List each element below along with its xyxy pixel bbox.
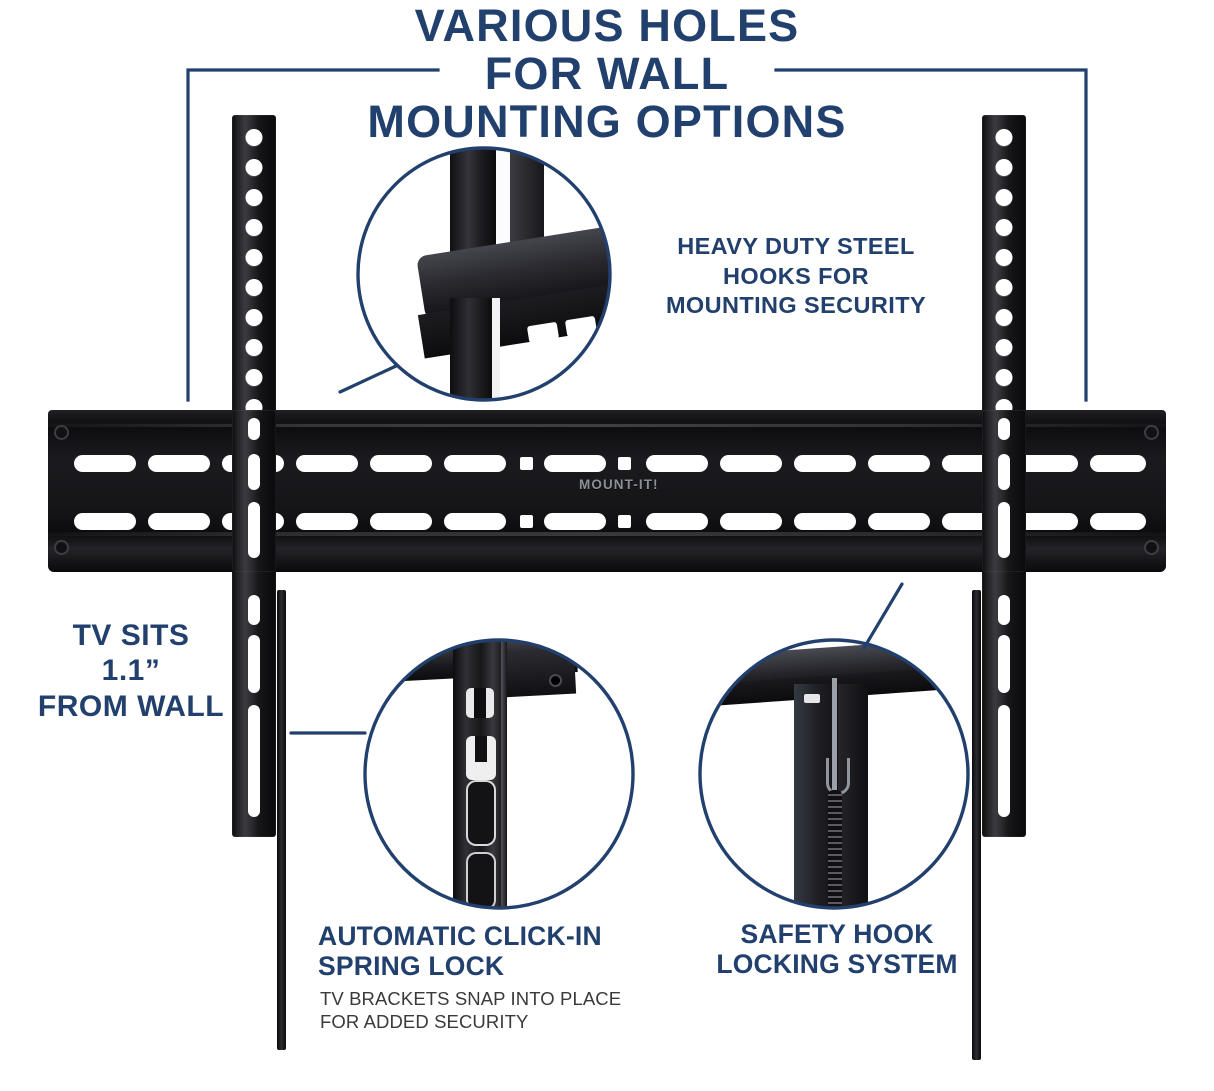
callout-spring-lock-image [365, 640, 633, 908]
plate-slot [1016, 455, 1078, 472]
callout-label-spring-lock: AUTOMATIC CLICK-IN SPRING LOCK [318, 921, 602, 981]
plate-slot [646, 513, 708, 530]
callout-label-safety-hook: SAFETY HOOK LOCKING SYSTEM [716, 919, 958, 979]
plate-slot [794, 455, 856, 472]
plate-slot [1090, 455, 1146, 472]
plate-slot [720, 513, 782, 530]
plate-slot [720, 455, 782, 472]
left-rail-overlay [232, 410, 276, 572]
plate-slot [544, 513, 606, 530]
plate-slot [148, 513, 210, 530]
plate-slot [148, 455, 210, 472]
leader-line-steel-hook [338, 364, 398, 394]
plate-bottom-lip [48, 532, 1166, 536]
plate-screw-hole [56, 542, 67, 553]
plate-slot [74, 455, 136, 472]
plate-slot [296, 513, 358, 530]
plate-screw-hole [1146, 542, 1157, 553]
plate-square-hole [520, 457, 533, 470]
plate-slot [1016, 513, 1078, 530]
callout-label-tv-sits-from-wall: TV SITS 1.1” FROM WALL [37, 619, 225, 723]
plate-screw-hole [1146, 427, 1157, 438]
plate-slot [868, 455, 930, 472]
plate-slot [868, 513, 930, 530]
plate-slot [1090, 513, 1146, 530]
leader-line-safety-hook [862, 582, 904, 650]
page-title-line-3: MOUNTING OPTIONS [367, 96, 847, 147]
left-rail-tail [277, 590, 286, 1050]
plate-slot [370, 455, 432, 472]
plate-top-lip [48, 424, 1166, 427]
plate-square-hole [618, 515, 631, 528]
brand-logo: MOUNT-IT! [579, 477, 659, 492]
page-title-line-1: VARIOUS HOLES [414, 0, 800, 51]
plate-slot [444, 455, 506, 472]
plate-slot [296, 455, 358, 472]
plate-slot [544, 455, 606, 472]
page-title-line-2: FOR WALL [484, 48, 730, 99]
callout-sublabel-spring-lock: TV BRACKETS SNAP INTO PLACE FOR ADDED SE… [320, 988, 622, 1032]
plate-square-hole [618, 457, 631, 470]
plate-slot [370, 513, 432, 530]
callout-steel-hook-image [358, 148, 610, 400]
plate-slot [74, 513, 136, 530]
plate-slot [444, 513, 506, 530]
plate-slot [646, 455, 708, 472]
right-rail-overlay [982, 410, 1026, 572]
right-rail-tail [972, 590, 981, 1060]
plate-screw-hole [56, 427, 67, 438]
callout-safety-hook-image [700, 640, 968, 908]
callout-label-heavy-duty-steel: HEAVY DUTY STEEL HOOKS FOR MOUNTING SECU… [665, 233, 927, 319]
plate-square-hole [520, 515, 533, 528]
plate-slot [794, 513, 856, 530]
